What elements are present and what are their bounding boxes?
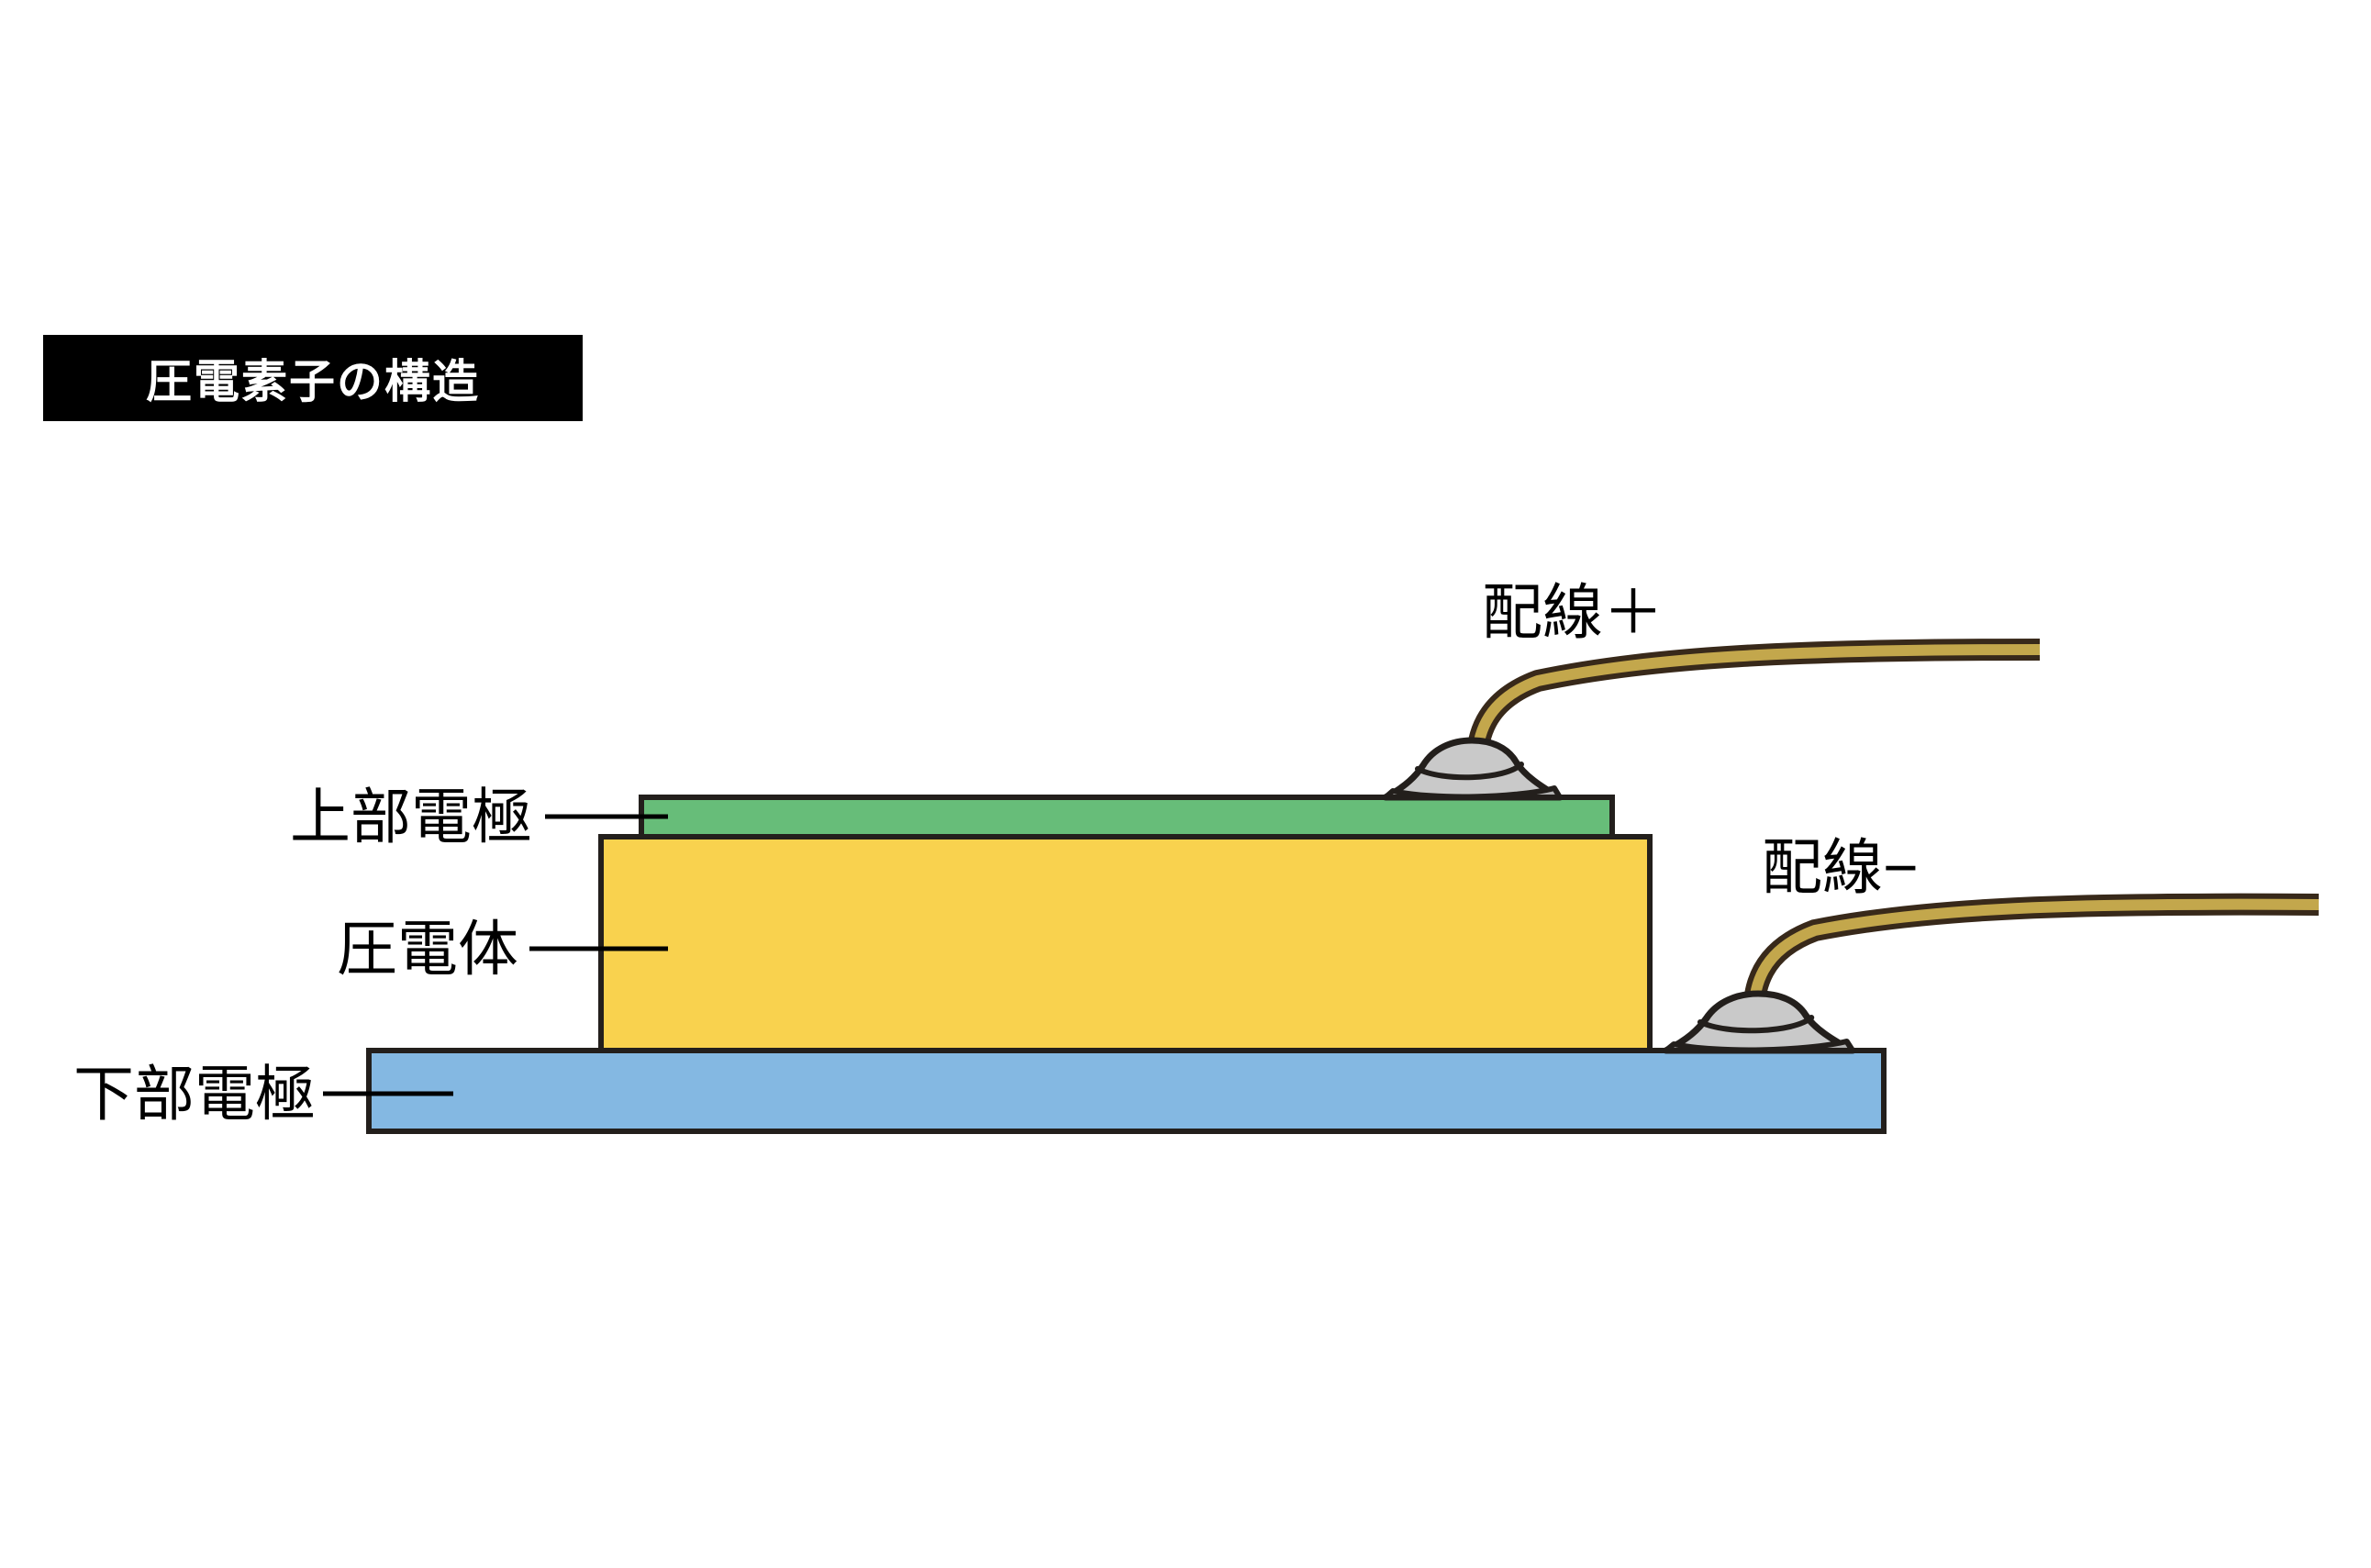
title-banner: 圧電素子の構造	[43, 335, 583, 421]
bottom-electrode-layer	[366, 1048, 1887, 1134]
top-electrode-layer	[639, 795, 1615, 840]
solder-joint-minus	[1662, 990, 1856, 1054]
solder-blob	[1662, 990, 1856, 1054]
label-piezo-body: 圧電体	[337, 915, 518, 983]
solder-joint-plus	[1382, 737, 1564, 801]
solder-base-band	[1663, 1039, 1856, 1053]
page-title: 圧電素子の構造	[146, 356, 480, 407]
label-wire-plus: 配線＋	[1482, 578, 1664, 646]
label-bottom-electrode: 下部電極	[73, 1060, 316, 1128]
piezo-body-layer	[598, 834, 1653, 1053]
solder-cap-arc	[1697, 1015, 1815, 1034]
solder-base-band	[1383, 785, 1563, 800]
solder-blob	[1382, 737, 1564, 801]
solder-cap-arc	[1415, 762, 1524, 781]
wire-plus-outline	[1465, 639, 2041, 791]
wire-plus	[1471, 644, 2041, 790]
label-wire-minus: 配線−	[1762, 833, 1919, 901]
wire-minus	[1748, 898, 2320, 1039]
label-top-electrode: 上部電極	[290, 783, 532, 851]
